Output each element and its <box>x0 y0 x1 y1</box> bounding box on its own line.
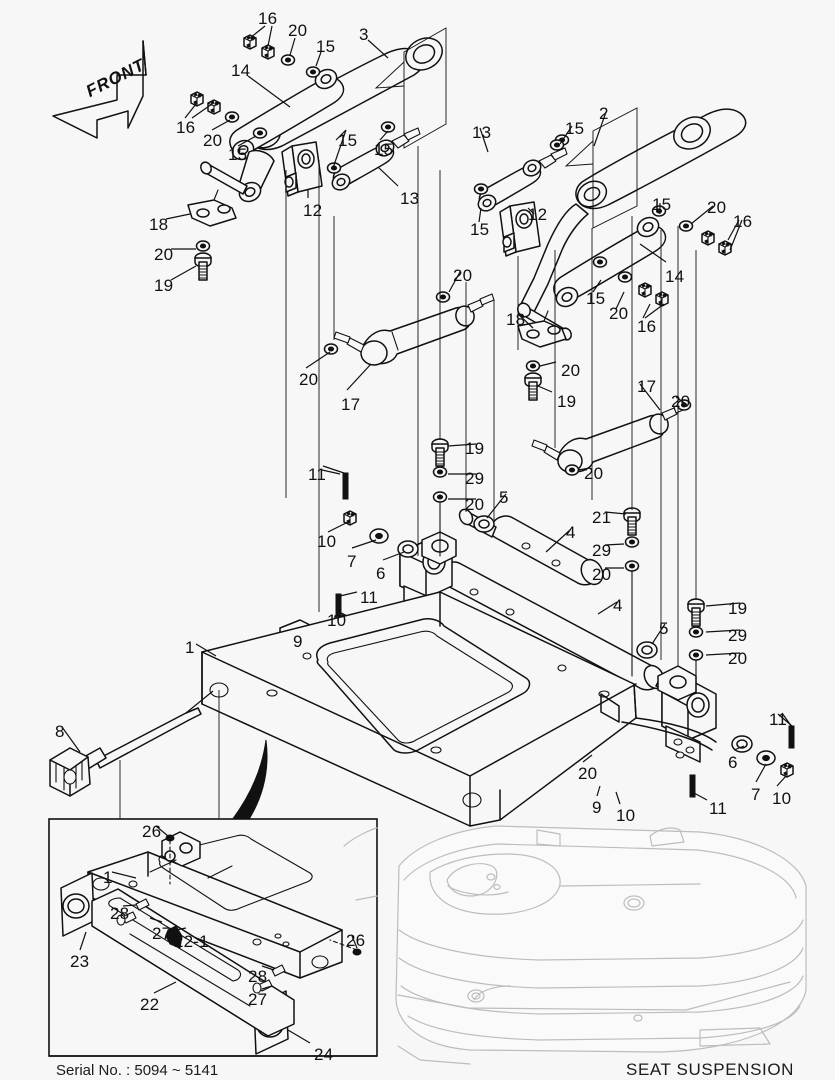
right-upper-arm-assembly <box>473 107 747 401</box>
callout-20: 20 <box>584 464 604 483</box>
diagram-title: SEAT SUSPENSION <box>626 1060 795 1079</box>
callout-15: 15 <box>338 131 358 150</box>
callout-6: 6 <box>728 753 738 772</box>
callout-27: 27 <box>152 924 172 943</box>
callout-22-1: 22-1 <box>174 932 209 951</box>
callout-15: 15 <box>652 195 672 214</box>
callout-12: 12 <box>528 205 548 224</box>
callout-20: 20 <box>154 245 174 264</box>
callout-8: 8 <box>55 722 65 741</box>
callout-15: 15 <box>374 140 394 159</box>
callout-11: 11 <box>360 588 379 607</box>
callout-19: 19 <box>465 439 485 458</box>
callout-6: 6 <box>376 564 386 583</box>
right-center-bolt-stack <box>623 507 641 677</box>
callout-18: 18 <box>149 215 169 234</box>
callout-9: 9 <box>293 632 303 651</box>
callout-5: 5 <box>499 488 509 507</box>
callout-16: 16 <box>733 212 753 231</box>
callout-11: 11 <box>709 799 728 818</box>
callout-15: 15 <box>316 37 336 56</box>
serial-number-label: Serial No. : 5094 ~ 5141 <box>56 1062 219 1079</box>
callout-1: 1 <box>185 638 195 657</box>
callout-20: 20 <box>578 764 598 783</box>
callout-4: 4 <box>613 596 623 615</box>
callout-19: 19 <box>154 276 174 295</box>
callout-11: 11 <box>769 710 788 729</box>
callout-7: 7 <box>751 785 761 804</box>
callout-29: 29 <box>465 469 485 488</box>
callout-16: 16 <box>176 118 196 137</box>
leader-lines <box>61 25 793 1044</box>
callout-20: 20 <box>299 370 319 389</box>
callout-15: 15 <box>565 119 585 138</box>
right-pivot-bracket <box>621 598 795 801</box>
callout-20: 20 <box>728 649 748 668</box>
callout-23: 23 <box>70 952 90 971</box>
callout-24: 24 <box>314 1045 334 1064</box>
callout-28: 28 <box>248 967 268 986</box>
ghost-seat-outline <box>395 825 807 1065</box>
left-shock-absorber <box>323 291 495 366</box>
main-seat-frame <box>201 591 637 827</box>
callout-14: 14 <box>231 61 251 80</box>
callout-20: 20 <box>592 565 612 584</box>
right-shock-absorber <box>531 399 692 476</box>
callout-29: 29 <box>728 626 748 645</box>
callout-26: 26 <box>142 822 162 841</box>
callout-16: 16 <box>637 317 657 336</box>
projection-guides <box>119 146 697 820</box>
left-upper-arm-assembly <box>187 27 447 281</box>
center-bolt-stack <box>431 438 449 557</box>
callout-20: 20 <box>671 392 691 411</box>
callout-3: 3 <box>359 25 369 44</box>
callout-11: 11 <box>308 465 327 484</box>
callout-20: 20 <box>561 361 581 380</box>
callout-21: 21 <box>592 508 612 527</box>
callout-20: 20 <box>203 131 223 150</box>
callout-12: 12 <box>303 201 323 220</box>
callout-22: 22 <box>140 995 160 1014</box>
callout-17: 17 <box>341 395 361 414</box>
callout-20: 20 <box>609 304 629 323</box>
callout-15: 15 <box>586 289 606 308</box>
callout-10: 10 <box>616 806 636 825</box>
callout-20: 20 <box>707 198 727 217</box>
callout-26: 26 <box>346 931 366 950</box>
adjustment-handle-rod <box>49 690 214 797</box>
callout-4: 4 <box>566 523 576 542</box>
callout-15: 15 <box>228 145 248 164</box>
callout-10: 10 <box>772 789 792 808</box>
callout-10: 10 <box>317 532 337 551</box>
callout-20: 20 <box>465 495 485 514</box>
callout-17: 17 <box>637 377 657 396</box>
callout-27: 27 <box>248 990 268 1009</box>
callout-19: 19 <box>728 599 748 618</box>
callout-14: 14 <box>665 267 685 286</box>
callout-10: 10 <box>327 611 347 630</box>
callout-7: 7 <box>347 552 357 571</box>
callout-9: 9 <box>592 798 602 817</box>
callout-20: 20 <box>453 266 473 285</box>
callout-15: 15 <box>470 220 490 239</box>
callout-13: 13 <box>400 189 420 208</box>
callout-2: 2 <box>599 104 609 123</box>
callout-29: 29 <box>592 541 612 560</box>
front-direction-arrow <box>52 40 147 139</box>
callout-13: 13 <box>472 123 492 142</box>
callout-18: 18 <box>506 310 526 329</box>
inset-detail-box <box>48 818 378 1057</box>
callout-5: 5 <box>659 619 669 638</box>
callout-28: 28 <box>110 904 130 923</box>
callout-19: 19 <box>557 392 577 411</box>
callout-1: 1 <box>103 868 113 887</box>
callout-20: 20 <box>288 21 308 40</box>
callout-16: 16 <box>258 9 278 28</box>
